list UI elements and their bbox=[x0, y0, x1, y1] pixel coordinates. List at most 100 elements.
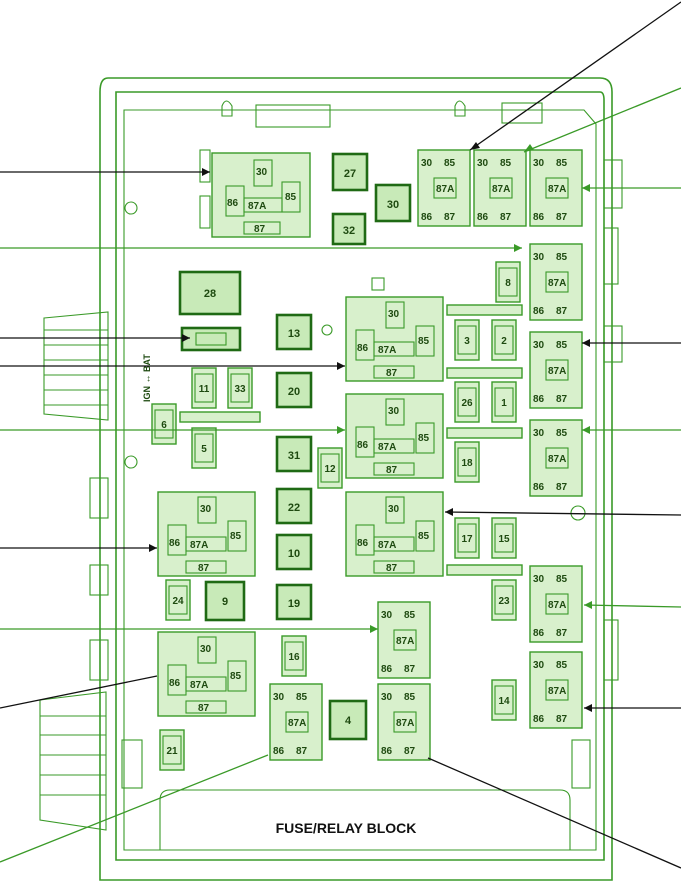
terminal-label: 87A bbox=[436, 184, 454, 195]
terminal-label: 87A bbox=[190, 540, 208, 551]
terminal-label: 87 bbox=[386, 465, 398, 476]
terminal-label: 30 bbox=[533, 574, 545, 585]
terminal-label: 87 bbox=[404, 664, 416, 675]
fuse-11: 11 bbox=[191, 367, 217, 409]
terminal-label: 87 bbox=[296, 746, 308, 757]
fuse-27: 27 bbox=[331, 152, 369, 192]
terminal-label: 86 bbox=[533, 482, 545, 493]
fuse-label: 8 bbox=[505, 278, 511, 289]
terminal-label: 87 bbox=[404, 746, 416, 757]
fuse-label: 3 bbox=[464, 336, 470, 347]
fuse-18: 18 bbox=[454, 441, 480, 483]
fuse-32: 32 bbox=[331, 212, 367, 246]
terminal-label: 86 bbox=[357, 343, 369, 354]
terminal-label: 85 bbox=[556, 574, 568, 585]
svg-text:22: 22 bbox=[288, 502, 300, 514]
fuse-label: 24 bbox=[172, 596, 184, 607]
fuse-10: 10 bbox=[275, 533, 313, 571]
fuse-4: 4 bbox=[328, 699, 368, 741]
svg-text:19: 19 bbox=[288, 598, 300, 610]
terminal-label: 30 bbox=[388, 504, 400, 515]
fuse-9: 9 bbox=[204, 580, 246, 622]
fuse-5: 5 bbox=[191, 427, 217, 469]
terminal-label: 30 bbox=[533, 660, 545, 671]
fuse-30: 30 bbox=[374, 183, 412, 223]
relay-top-left: 30 86 85 87A 87 bbox=[199, 149, 311, 238]
fuse-label: 5 bbox=[201, 444, 207, 455]
terminal-label: 87 bbox=[198, 703, 210, 714]
svg-text:4: 4 bbox=[345, 715, 352, 727]
fuse-24: 24 bbox=[165, 579, 191, 621]
terminal-label: 85 bbox=[556, 252, 568, 263]
fuse-21: 21 bbox=[159, 729, 185, 771]
terminal-label: 30 bbox=[200, 644, 212, 655]
terminal-label: 87A bbox=[492, 184, 510, 195]
fuse-16: 16 bbox=[281, 635, 307, 677]
fuse-label: 21 bbox=[166, 746, 178, 757]
terminal-label: 86 bbox=[381, 746, 393, 757]
terminal-label: 86 bbox=[533, 714, 545, 725]
fuse-label: 6 bbox=[161, 420, 167, 431]
relay-left-bottom: 30 86 85 87A 87 bbox=[157, 631, 256, 717]
housing-outline bbox=[39, 77, 623, 881]
terminal-label: 85 bbox=[556, 660, 568, 671]
fuse-26: 26 bbox=[454, 381, 480, 423]
fuse-label: 1 bbox=[501, 398, 507, 409]
terminal-label: 87 bbox=[556, 394, 568, 405]
terminal-label: 87 bbox=[556, 482, 568, 493]
terminal-label: 85 bbox=[404, 692, 416, 703]
svg-text:31: 31 bbox=[288, 450, 300, 462]
terminal-label: 86 bbox=[273, 746, 285, 757]
terminal-label: 86 bbox=[169, 678, 181, 689]
fuse-20: 20 bbox=[275, 371, 313, 409]
svg-text:28: 28 bbox=[204, 288, 216, 300]
terminal-label: 86 bbox=[477, 212, 489, 223]
terminal-label: 87A bbox=[190, 680, 208, 691]
divider-bars bbox=[179, 304, 523, 576]
fuse-blank bbox=[180, 326, 242, 352]
fuse-label: 2 bbox=[501, 336, 507, 347]
terminal-label: 85 bbox=[418, 531, 430, 542]
terminal-label: 30 bbox=[388, 406, 400, 417]
fuse-label: 26 bbox=[461, 398, 473, 409]
terminal-label: 30 bbox=[477, 158, 489, 169]
terminal-label: 85 bbox=[556, 428, 568, 439]
terminal-label: 87A bbox=[548, 454, 566, 465]
terminal-label: 85 bbox=[418, 336, 430, 347]
terminal-label: 85 bbox=[404, 610, 416, 621]
fuse-28: 28 bbox=[178, 270, 242, 316]
fuse-label: 12 bbox=[324, 464, 336, 475]
terminal-label: 87A bbox=[378, 442, 396, 453]
terminal-label: 87A bbox=[548, 278, 566, 289]
terminal-label: 87A bbox=[378, 540, 396, 551]
terminal-label: 85 bbox=[230, 671, 242, 682]
terminal-label: 86 bbox=[227, 198, 239, 209]
terminal-label: 87 bbox=[556, 306, 568, 317]
svg-text:13: 13 bbox=[288, 328, 300, 340]
terminal-label: 30 bbox=[533, 252, 545, 263]
terminal-label: 87 bbox=[386, 368, 398, 379]
terminal-label: 86 bbox=[533, 212, 545, 223]
terminal-label: 87A bbox=[548, 686, 566, 697]
terminal-label: 30 bbox=[533, 340, 545, 351]
terminal-label: 87 bbox=[198, 563, 210, 574]
terminal-label: 86 bbox=[357, 440, 369, 451]
fuse-8: 8 bbox=[495, 261, 521, 303]
fuse-33: 33 bbox=[227, 367, 253, 409]
terminal-label: 87 bbox=[386, 563, 398, 574]
relay-left-middle: 30 86 85 87A 87 bbox=[157, 491, 256, 577]
relay-center-3: 30 86 85 87A 87 bbox=[345, 491, 444, 577]
svg-text:30: 30 bbox=[387, 199, 399, 211]
terminal-label: 30 bbox=[256, 167, 268, 178]
terminal-label: 85 bbox=[444, 158, 456, 169]
fuse-label: 15 bbox=[498, 534, 510, 545]
